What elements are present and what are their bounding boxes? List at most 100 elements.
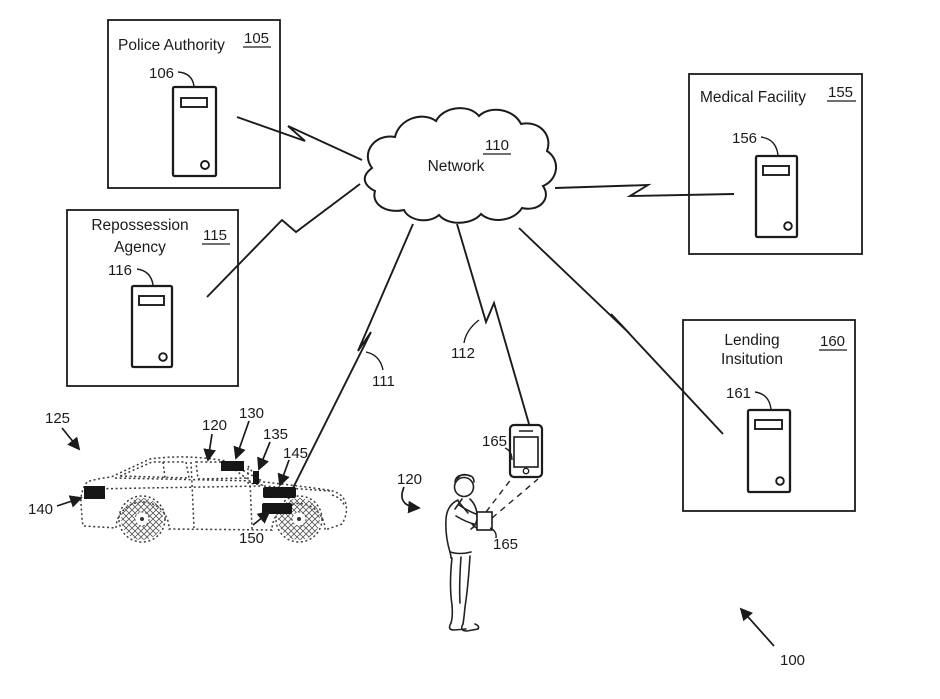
vehicle-rear-wheel [118,495,166,543]
network-cloud [363,107,557,224]
lightning-bolt-medical-network [554,183,735,198]
system-ref: 100 [780,652,805,669]
user-back [445,499,459,559]
magnifier-dash-left [485,477,513,513]
lightning-bolt-police-network [236,116,363,161]
lending-server-icon [746,408,792,494]
repossession-server-icon [130,284,174,369]
medical-ref: 155 [828,84,853,101]
repossession-title-line1: Repossession [91,217,188,234]
vehicle-rear-device-ref: 140 [28,501,53,518]
handheld-device-leader [489,527,497,539]
vehicle-rear-device [84,486,105,499]
vehicle-beltline [87,485,263,490]
lightning-bolt-mobile-network [456,223,530,425]
lending-box [682,319,856,512]
vehicle-headlight-line [331,494,345,506]
vehicle-link-leader [365,351,384,371]
lending-title-line2: Insitution [721,351,783,368]
vehicle-door-line-front [190,461,195,529]
vehicle-ref-arrow [61,427,81,451]
vehicle-ref: 125 [45,410,70,427]
vehicle-rear-device-arrow [56,495,83,508]
vehicle-roof-device-arrow [233,420,250,460]
mobile-detail-ref: 165 [482,433,507,450]
vehicle-front-window [195,461,249,480]
vehicle-quarter-device-arrow [277,459,290,487]
police-title: Police Authority [118,37,225,54]
vehicle-cabin-device-arrow [203,433,216,462]
medical-facility-node: Medical Facility 155 156 [688,73,863,255]
vehicle-cabin-device-ref: 120 [202,417,227,434]
repossession-server-ref: 116 [108,262,132,279]
mobile-device-detail [485,423,544,519]
vehicle-quarter-device-ref: 145 [283,445,308,462]
mobile-detail-leader [504,447,513,461]
lending-server-leader [754,391,772,410]
police-server-icon [171,85,218,178]
user-hair [454,473,475,483]
vehicle-roof-device [221,461,244,471]
lightning-bolt-repossession-network [206,183,361,298]
medical-title: Medical Facility [700,89,806,106]
user-legs [449,555,471,625]
vehicle-illustration [80,456,348,543]
user-ref-arrow [401,486,421,514]
vehicle-roof-device-ref: 130 [239,405,264,422]
lightning-bolt-vehicle-network [292,223,414,489]
user-head [453,476,475,498]
mobile-link-leader [463,319,480,344]
medical-server-leader [760,136,779,156]
lending-institution-node: Lending Insitution 160 161 [682,319,856,512]
vehicle-lower-device-arrow [252,510,271,526]
mobile-link-ref: 112 [451,345,475,362]
user-feet [448,622,480,632]
police-box [107,19,281,189]
smartphone-screen [513,436,539,468]
vehicle-lower-device-ref: 150 [239,530,264,547]
network-node: 110 Network [363,107,557,224]
network-ref: 110 [485,137,509,154]
police-ref: 105 [244,30,269,47]
network-label: Network [428,158,485,175]
lending-title-line1: Lending [724,332,779,349]
repossession-ref: 115 [203,227,227,244]
vehicle-pillar-device [253,471,259,484]
handheld-device [476,511,493,531]
police-server-leader [177,71,195,87]
magnifier-dash-right [491,478,539,519]
vehicle-window-sill [114,477,257,482]
police-authority-node: Police Authority 105 106 [107,19,281,189]
vehicle-rear-window [119,461,190,479]
vehicle-lower-device [262,503,292,514]
vehicle-window-divider [162,461,166,479]
smartphone-home-button [522,467,530,475]
user-jacket-hem [449,551,472,555]
medical-server-icon [754,154,799,239]
vehicle-quarter-glass [247,463,264,486]
repossession-server-leader [136,268,154,286]
user-illustration [445,473,493,632]
repossession-title-line2: Agency [114,239,166,256]
system-ref-arrow [739,607,775,647]
lightning-bolt-lending-network [518,227,724,435]
vehicle-pillar-device-ref: 135 [263,426,288,443]
vehicle-hood-line [263,485,331,492]
user-ref: 120 [397,471,422,488]
handheld-device-ref: 165 [493,536,518,553]
vehicle-body-outline [80,456,348,532]
lending-server-ref: 161 [726,385,751,402]
repossession-agency-node: Repossession Agency 115 116 [66,209,239,387]
vehicle-front-wheel [275,495,323,543]
vehicle-pillar-device-arrow [257,441,271,471]
police-server-ref: 106 [149,65,174,82]
vehicle-quarter-device [263,487,296,498]
vehicle-door-line-rear [249,480,253,530]
vehicle-link-ref: 111 [372,373,395,390]
repossession-box [66,209,239,387]
medical-server-ref: 156 [732,130,757,147]
medical-box [688,73,863,255]
user-arm-upper [458,504,480,518]
